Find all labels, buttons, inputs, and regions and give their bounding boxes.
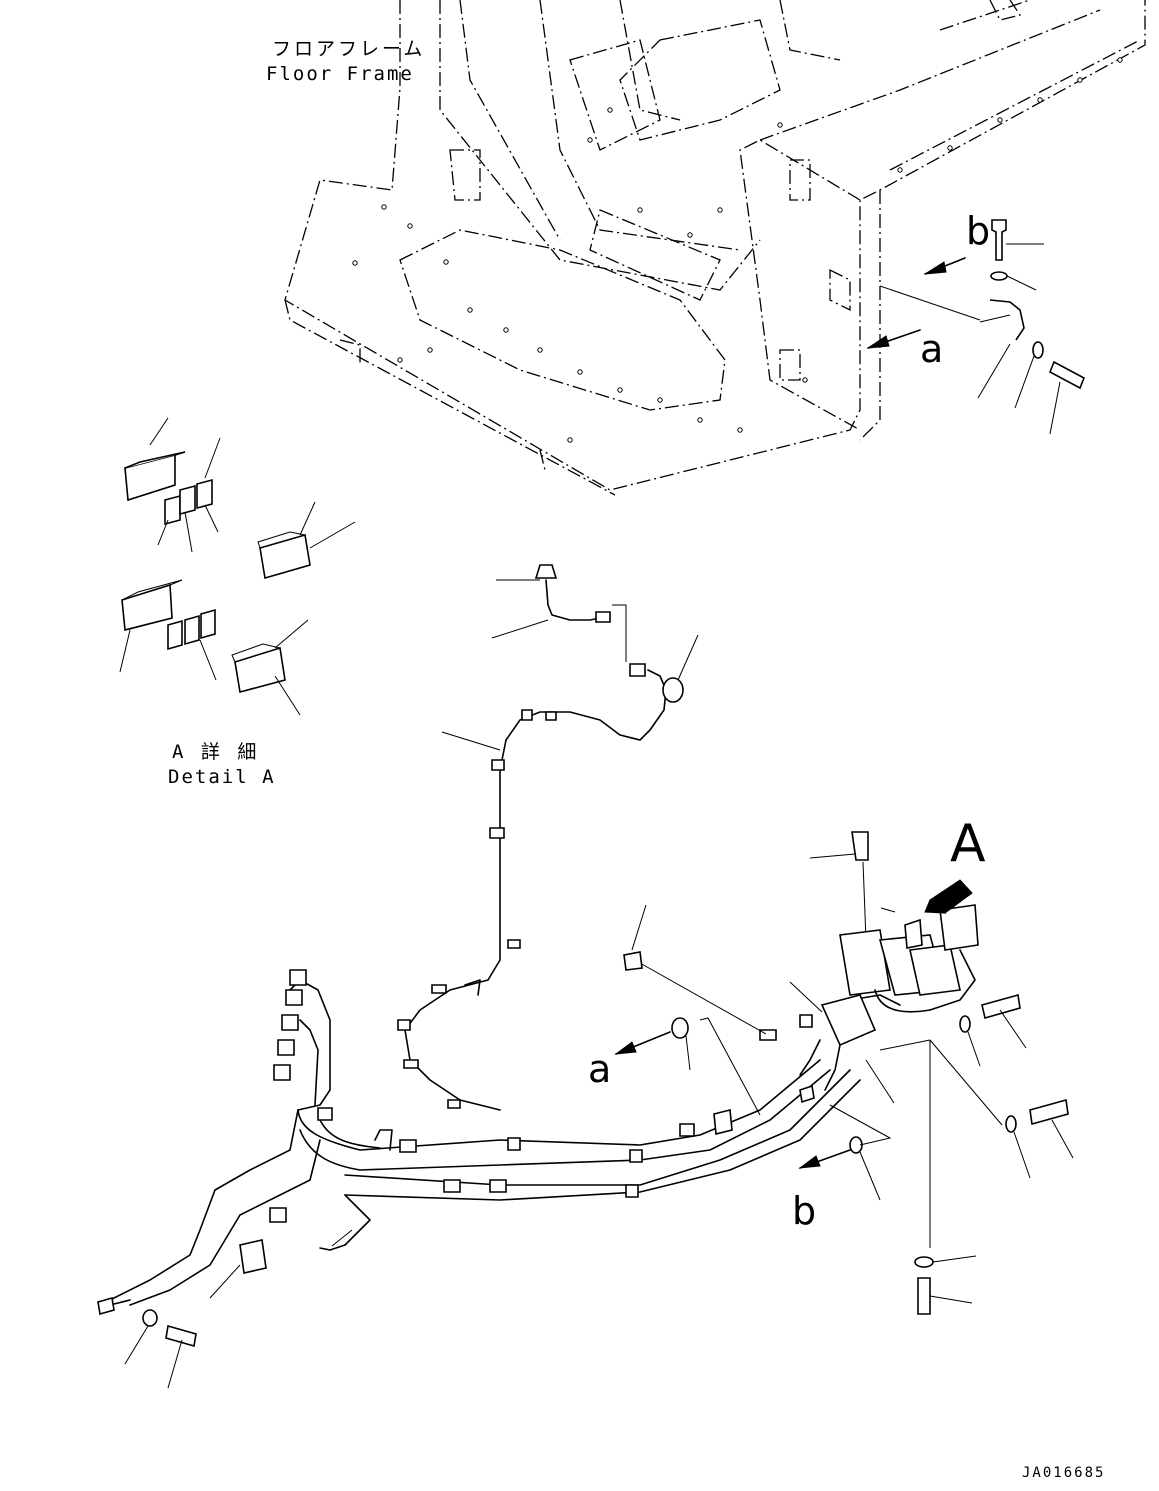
upper-harness [397,564,699,1111]
floor-frame-label-jp: フロアフレーム [272,38,426,60]
ref-A-main: A [950,814,986,874]
floor-frame-outline [284,0,1146,496]
ref-b-bottom: b [792,1189,817,1233]
detail-a-label-jp: A 詳 細 [172,741,260,763]
drawing-code: JA016685 [1022,1465,1106,1481]
ref-a-bottom: a [588,1047,612,1091]
main-harness [97,969,861,1316]
connector-block [623,831,979,1104]
floor-frame-holes [352,57,1123,443]
ground-bolt-top [867,219,1086,435]
detail-a-label-en: Detail A [168,766,276,788]
detail-a-relays [119,417,356,716]
ref-a-top: a [920,327,944,371]
ref-b-top: b [966,209,991,253]
mounting-bolts [124,993,1074,1389]
floor-frame-label-en: Floor Frame [266,63,414,85]
